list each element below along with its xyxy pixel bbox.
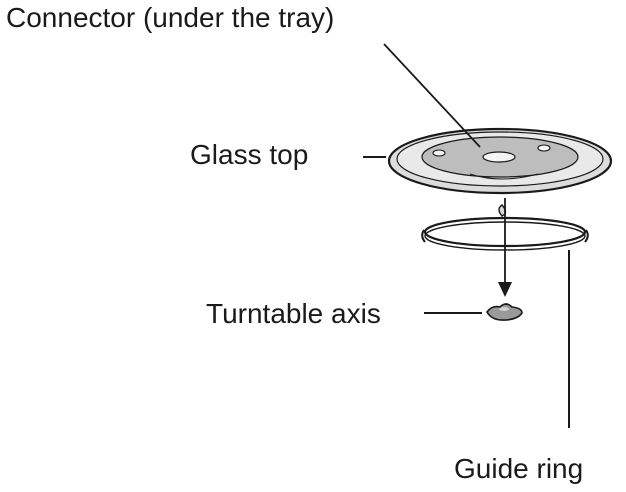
turntable-axis-part	[486, 303, 523, 321]
connector-leader-line	[383, 43, 481, 148]
glass-top-plate	[387, 127, 613, 195]
label-connector: Connector (under the tray)	[6, 2, 335, 33]
label-guide-ring: Guide ring	[454, 453, 584, 484]
label-glass-top: Glass top	[190, 139, 309, 170]
arrow-down-icon	[498, 282, 512, 297]
label-turntable-axis: Turntable axis	[206, 298, 381, 329]
